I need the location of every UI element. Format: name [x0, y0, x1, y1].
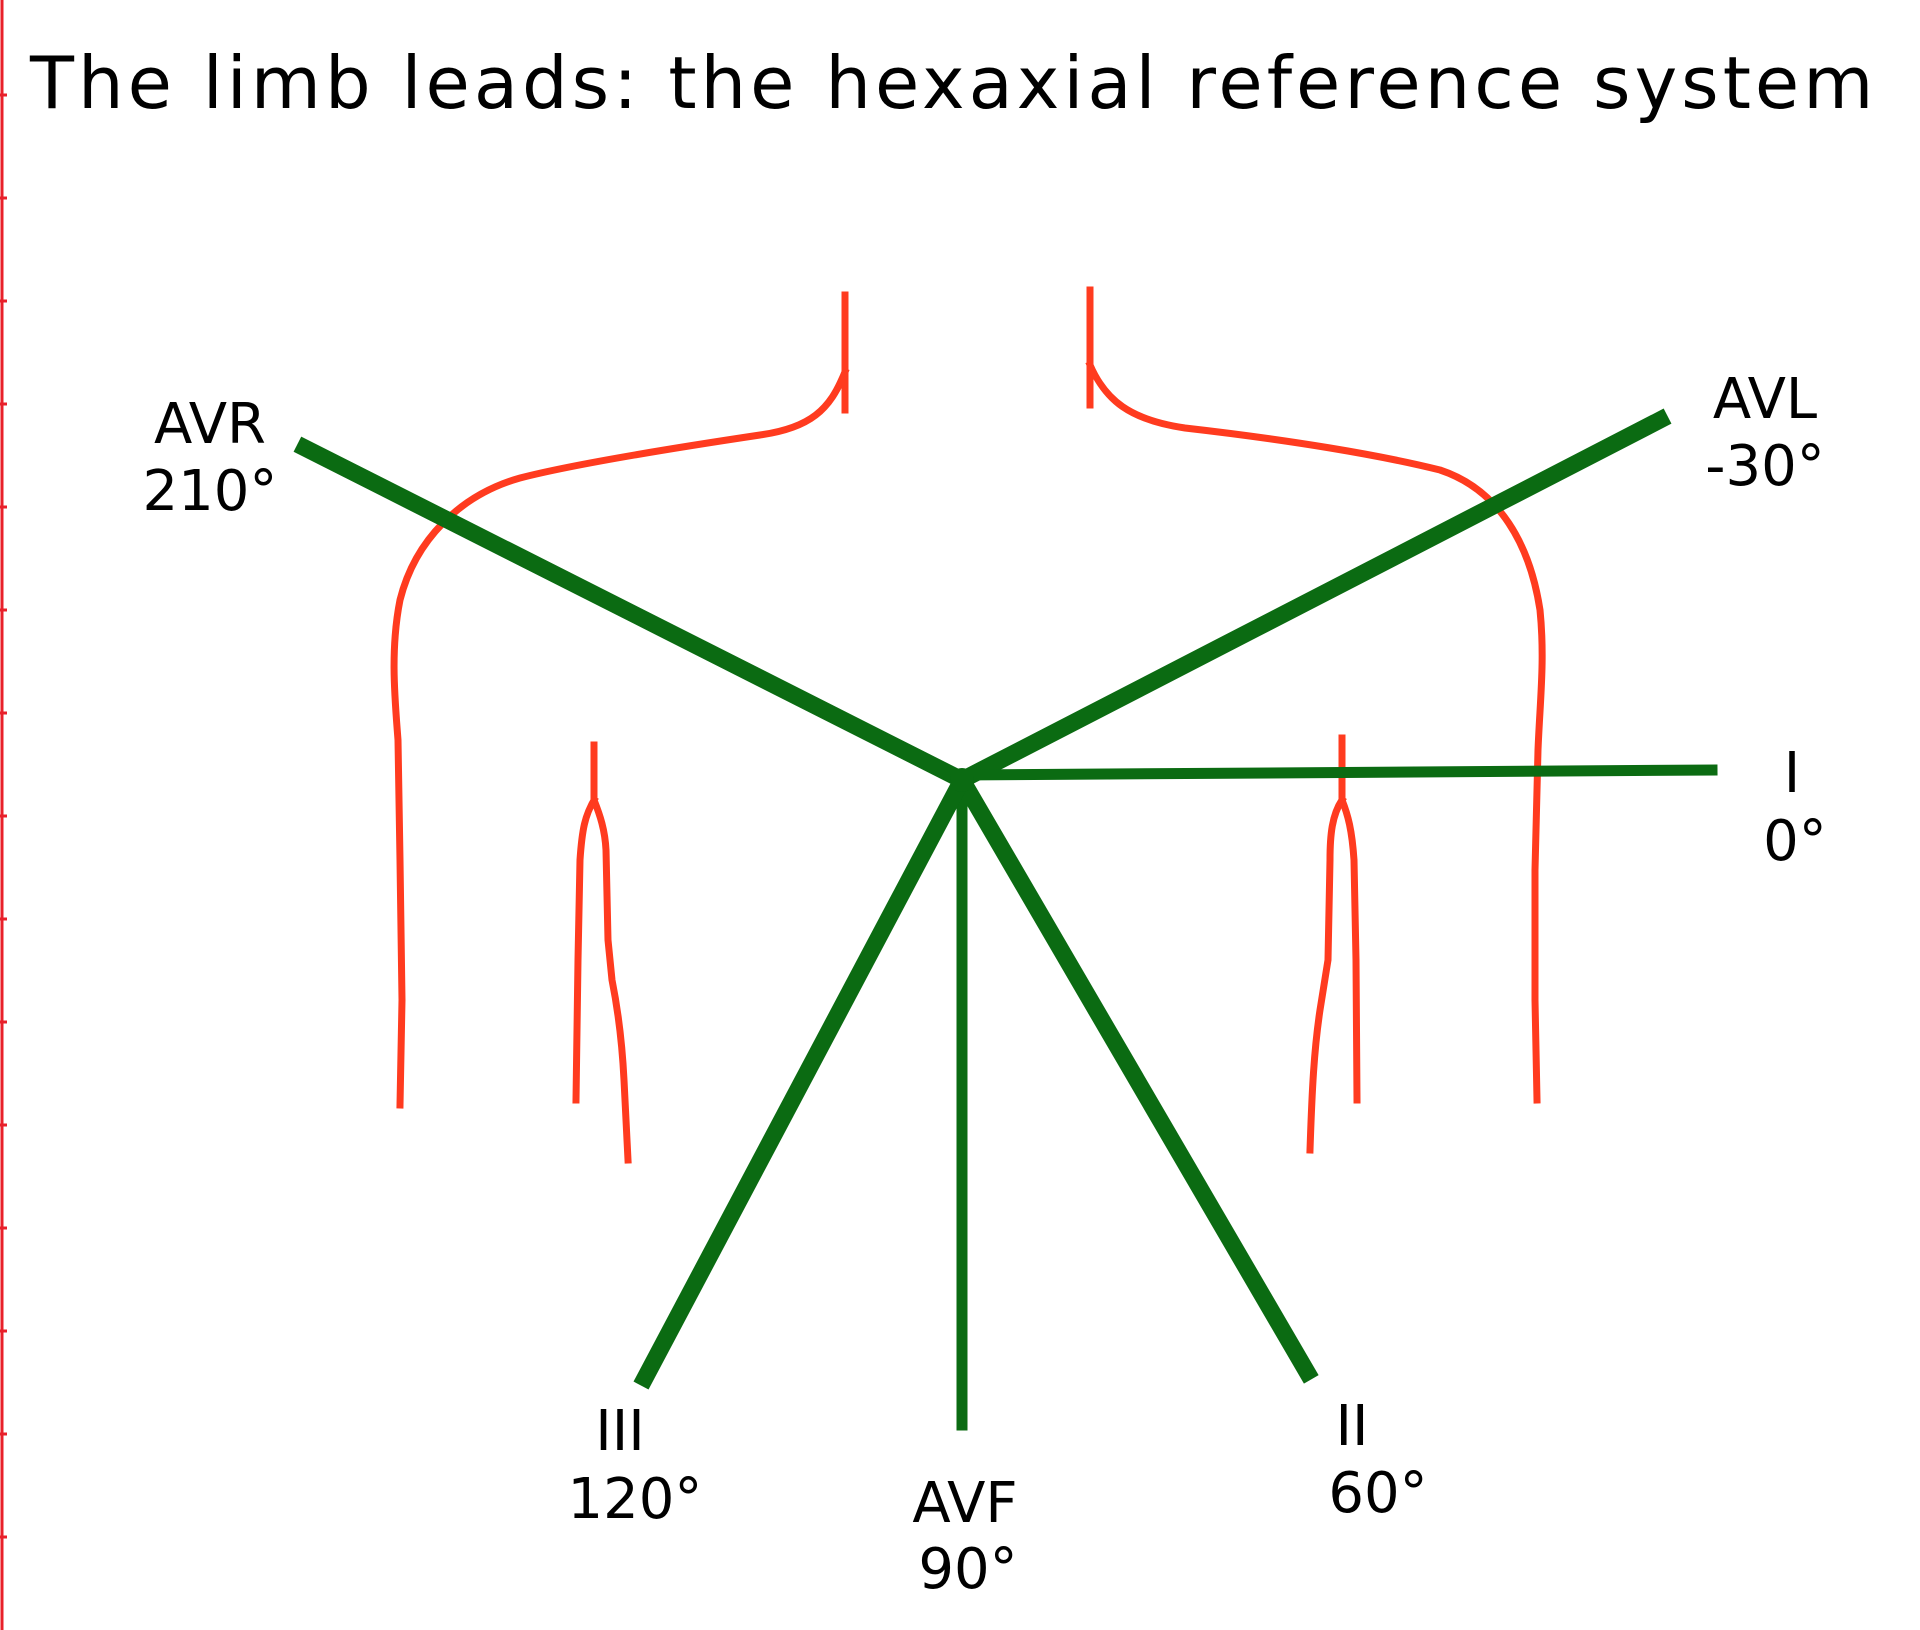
avl-name: AVL: [1713, 367, 1817, 432]
lead-ii-label: II 60°: [1328, 1394, 1427, 1526]
lead-i-name: I: [1784, 741, 1801, 806]
avf-label: AVF 90°: [912, 1471, 1017, 1602]
neck-left-outline: [394, 295, 845, 1105]
lead-iii-name: III: [595, 1399, 645, 1464]
diagram-title: The limb leads: the hexaxial reference s…: [29, 41, 1877, 125]
right-arm-inner-outline: [1310, 738, 1357, 1150]
lead-i-label: I 0°: [1763, 741, 1827, 874]
avl-angle: -30°: [1705, 434, 1824, 499]
axis-origin: [950, 768, 974, 792]
lead-ii-angle: 60°: [1328, 1461, 1427, 1526]
left-arm-inner-outline: [576, 745, 628, 1160]
avr-name: AVR: [154, 392, 266, 457]
torso-outline: [394, 290, 1542, 1160]
lead-ii-axis: [962, 780, 1307, 1372]
avr-axis: [305, 448, 962, 780]
lead-iii-angle: 120°: [568, 1467, 703, 1532]
lead-iii-label: III 120°: [568, 1399, 703, 1532]
avf-name: AVF: [912, 1471, 1017, 1536]
avl-axis: [962, 420, 1660, 780]
avl-label: AVL -30°: [1705, 367, 1824, 499]
lead-iii-axis: [645, 780, 962, 1378]
left-edge-rule: [0, 0, 7, 1630]
neck-right-outline: [1090, 290, 1542, 1100]
avr-angle: 210°: [143, 459, 278, 524]
lead-ii-name: II: [1335, 1394, 1368, 1459]
lead-i-angle: 0°: [1763, 809, 1827, 874]
lead-axes: [305, 420, 1712, 1425]
avf-angle: 90°: [918, 1537, 1017, 1602]
avr-label: AVR 210°: [143, 392, 278, 524]
lead-i-axis: [962, 770, 1712, 775]
lead-labels: AVR 210° AVL -30° I 0° II 60° AVF 90° II…: [143, 367, 1827, 1602]
